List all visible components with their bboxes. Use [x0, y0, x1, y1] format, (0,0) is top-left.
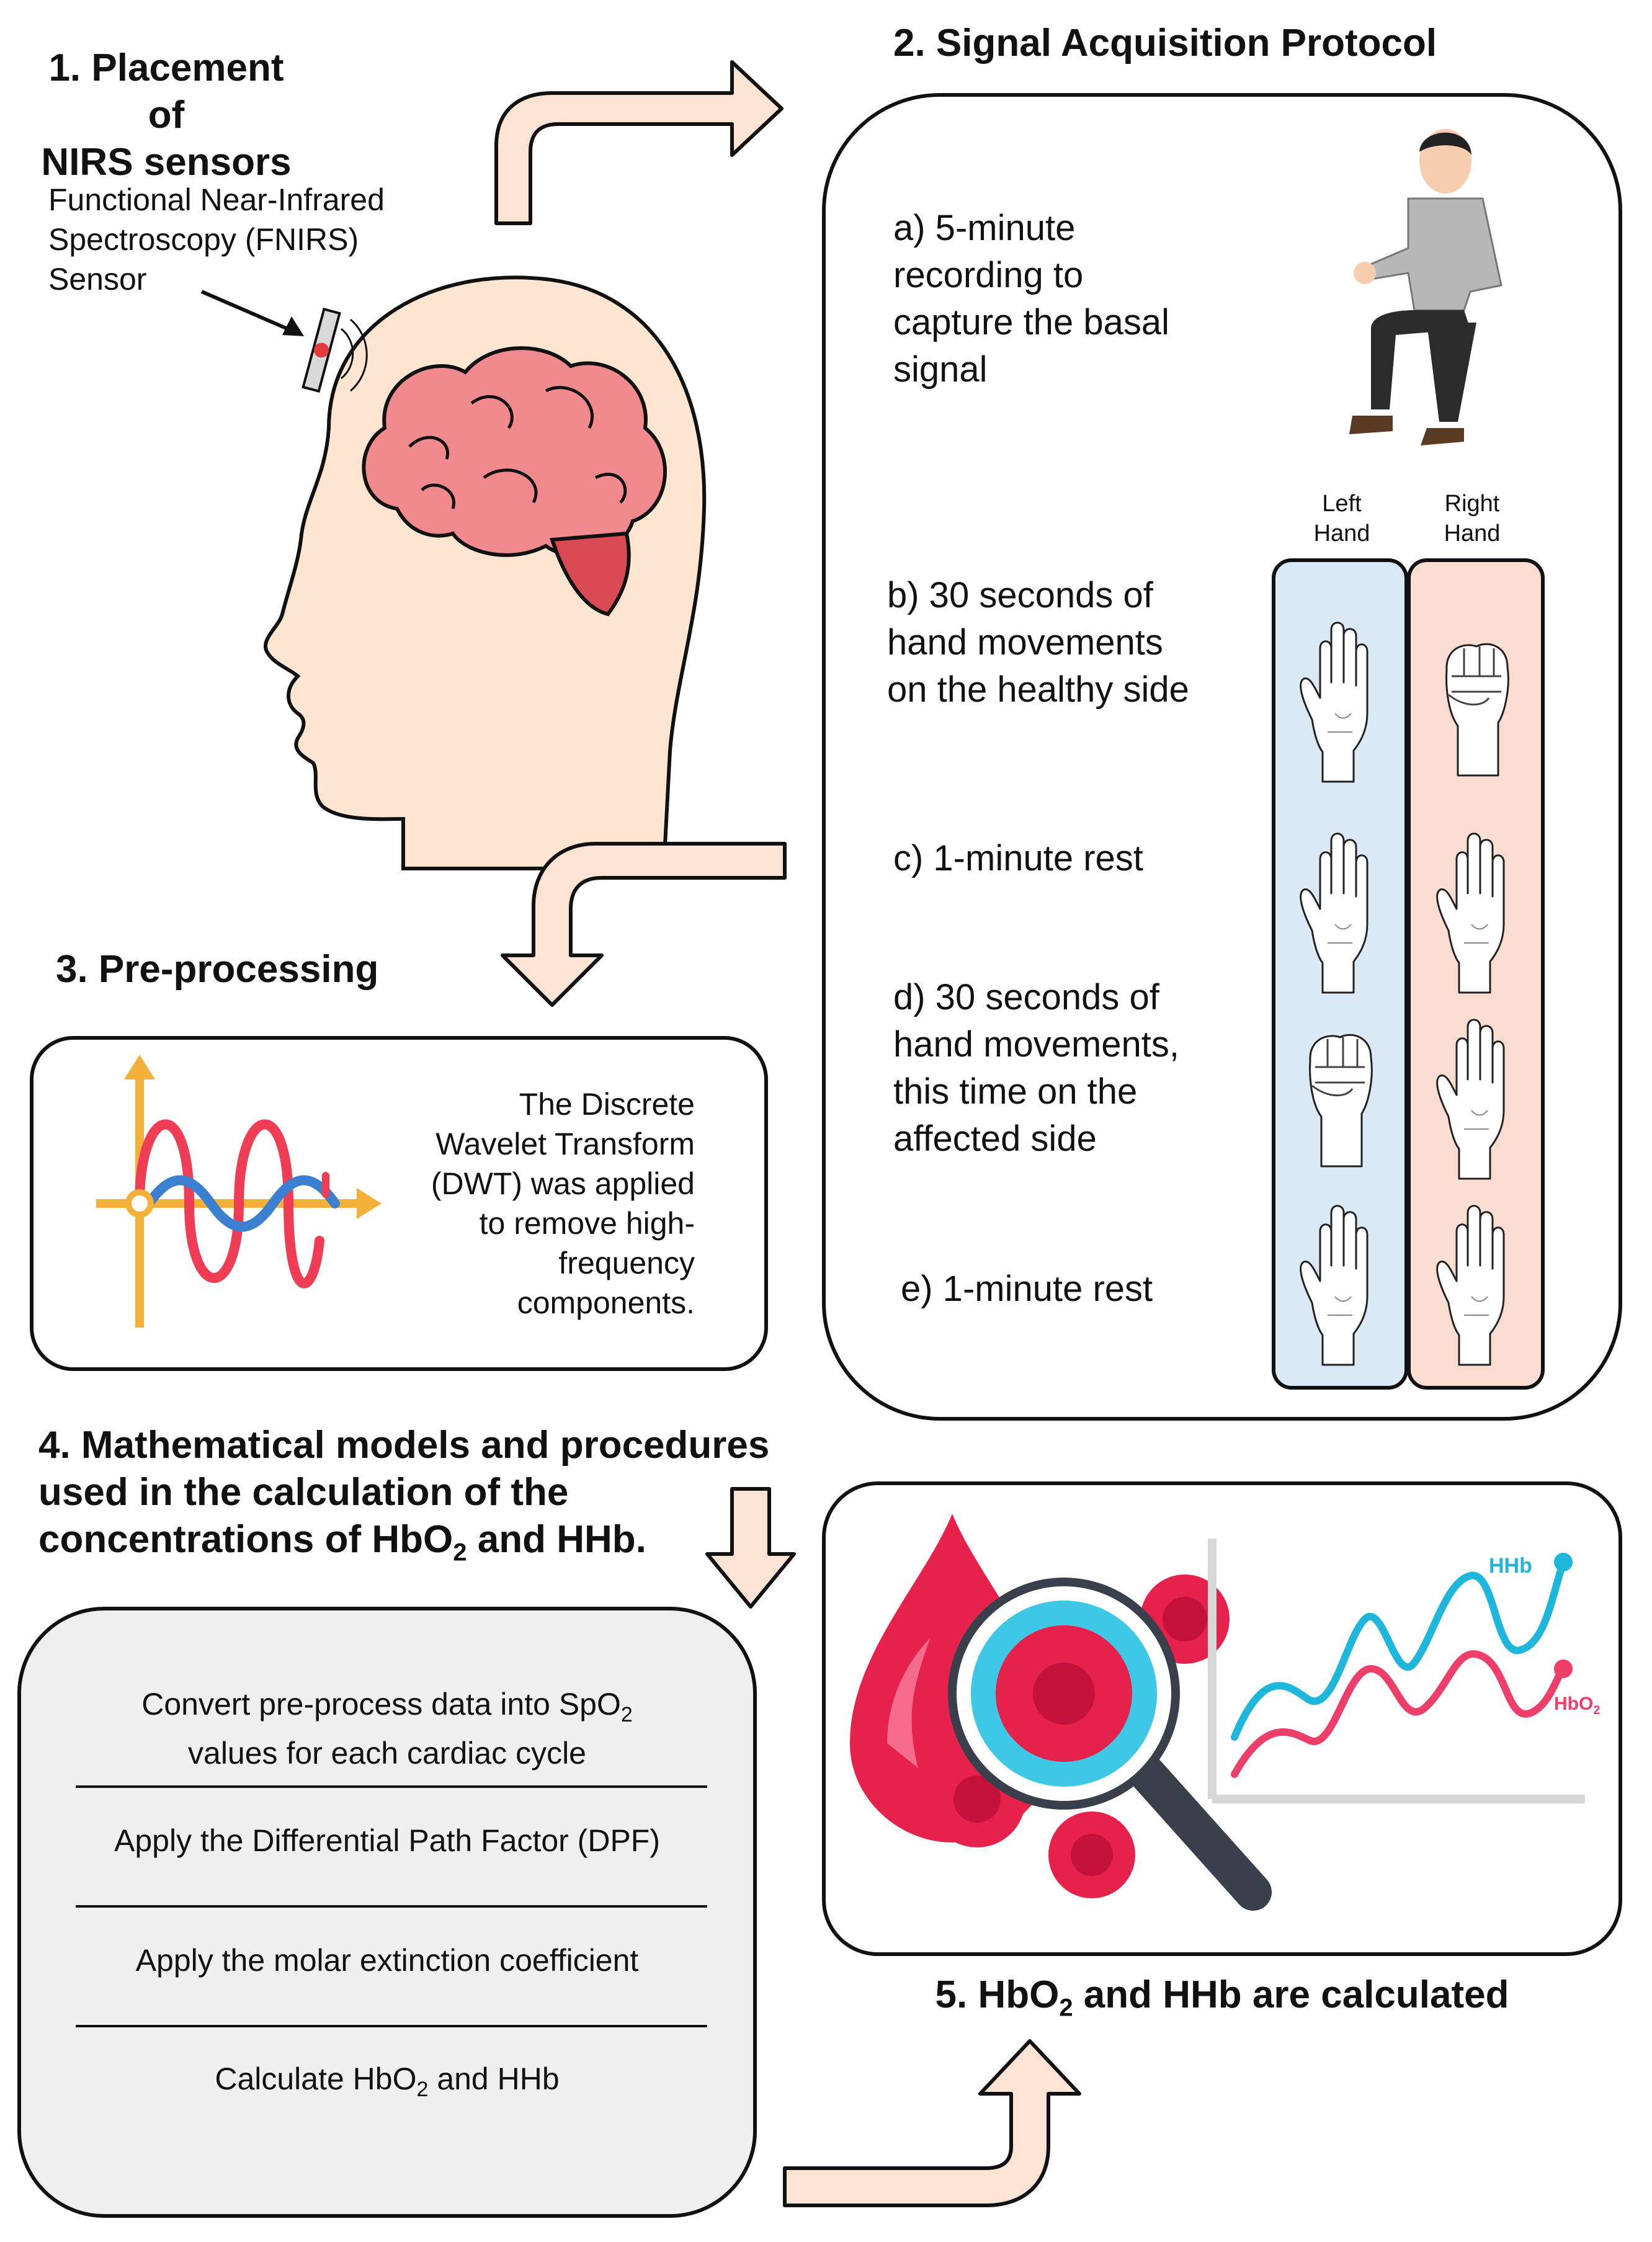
row-e-left-open-hand-icon — [1300, 1205, 1368, 1366]
row-c-right-open-hand-icon — [1436, 833, 1505, 994]
arrow-4-to-5 — [783, 2039, 1081, 2207]
hbo2-trend-line — [1231, 1650, 1567, 1778]
row-e-right-open-hand-icon — [1436, 1205, 1505, 1366]
row-d-right-open-hand-icon — [1436, 1019, 1505, 1180]
step-d-line: this time on the — [893, 1071, 1138, 1112]
step-a-line: recording to — [893, 255, 1084, 295]
step-apply-dpf: Apply the Differential Path Factor (DPF) — [114, 1823, 660, 1858]
step-apply-extinction: Apply the molar extinction coefficient — [135, 1943, 639, 1978]
section4-title-line1: 4. Mathematical models and procedures — [38, 1424, 770, 1467]
step-a-text: a) 5-minute recording to capture the bas… — [893, 205, 1241, 393]
preprocessing-line: Wavelet Transform — [435, 1127, 695, 1161]
right-hand-label-line2: Hand — [1444, 520, 1501, 547]
hand-grid — [1300, 622, 1509, 1366]
hb-trend-chart — [1208, 1539, 1585, 1803]
arrow-2-to-3 — [501, 842, 787, 1007]
preprocessing-description: The Discrete Wavelet Transform (DWT) was… — [360, 1084, 695, 1323]
sensor-label: Functional Near-Infrared Spectroscopy (F… — [48, 180, 433, 299]
preprocessing-line: frequency — [558, 1246, 695, 1280]
row-b-left-open-hand-icon — [1300, 622, 1368, 783]
section1-title-line1: 1. Placement of — [48, 47, 284, 136]
step-e-text: e) 1-minute rest — [901, 1266, 1248, 1313]
step-b-text: b) 30 seconds of hand movements on the h… — [887, 572, 1259, 713]
arrow-4-down — [705, 1487, 796, 1609]
right-hand-label-line1: Right — [1444, 491, 1500, 517]
step-b-line: on the healthy side — [887, 669, 1189, 710]
brain-icon — [362, 346, 667, 617]
step-c-line: c) 1-minute rest — [893, 838, 1143, 878]
wavelet-signal-icon — [96, 1055, 382, 1328]
sensor-label-line1: Functional Near-Infrared — [48, 182, 385, 217]
arrow-1-to-2 — [494, 60, 784, 225]
section5-title: 5. HbO2 and HHb are calculated — [935, 1973, 1509, 2022]
step-convert-spo2: Convert pre-process data into SpO2 value… — [141, 1687, 633, 1771]
calculation-steps-panel: Convert pre-process data into SpO2 value… — [17, 1607, 757, 2218]
left-hand-label-line2: Hand — [1313, 520, 1370, 547]
blood-analysis-illustration — [850, 1514, 1272, 1911]
hhb-trend-line — [1231, 1558, 1567, 1741]
step-b-line: b) 30 seconds of — [887, 575, 1153, 615]
nirs-sensor-icon — [301, 307, 341, 393]
section4-title-line3: concentrations of HbO2 and HHb. — [38, 1518, 646, 1566]
step-a-line: signal — [893, 349, 988, 390]
seated-person-illustration — [1349, 129, 1502, 445]
preprocessing-line: (DWT) was applied — [431, 1166, 695, 1201]
section1-title: 1. Placement of NIRS sensors — [36, 45, 297, 186]
head-brain-illustration — [200, 275, 707, 870]
step-d-line: d) 30 seconds of — [893, 977, 1159, 1017]
left-hand-label: Left Hand — [1286, 489, 1398, 548]
hbo2-legend: HbO2 — [1554, 1694, 1601, 1717]
preprocessing-line: to remove high- — [479, 1206, 695, 1241]
step-divider — [76, 2025, 707, 2027]
sensor-label-line3: Sensor — [48, 262, 147, 297]
sensor-label-line2: Spectroscopy (FNIRS) — [48, 222, 359, 257]
right-hand-label: Right Hand — [1416, 489, 1528, 548]
sensor-signal-waves — [341, 318, 368, 392]
step-d-text: d) 30 seconds of hand movements, this ti… — [893, 974, 1241, 1163]
section4-title-line2: used in the calculation of the — [38, 1471, 569, 1514]
row-c-left-open-hand-icon — [1300, 833, 1368, 994]
sensor-pointer-arrow — [200, 290, 304, 336]
section4-title: 4. Mathematical models and procedures us… — [38, 1422, 845, 1576]
hhb-legend: HHb — [1489, 1554, 1532, 1578]
step-d-line: affected side — [893, 1119, 1097, 1159]
step-a-line: a) 5-minute — [893, 208, 1076, 248]
step-divider — [76, 1785, 707, 1788]
section2-title: 2. Signal Acquisition Protocol — [893, 22, 1437, 65]
step-e-line: e) 1-minute rest — [901, 1269, 1153, 1309]
step-calculate: Calculate HbO2 and HHb — [215, 2061, 560, 2101]
step-d-line: hand movements, — [893, 1024, 1180, 1065]
step-divider — [76, 1905, 707, 1908]
row-b-right-fist-icon — [1445, 643, 1509, 777]
left-hand-label-line1: Left — [1322, 491, 1362, 517]
row-d-left-fist-icon — [1309, 1034, 1373, 1168]
step-a-line: capture the basal — [893, 302, 1169, 342]
section1-title-line2: NIRS sensors — [41, 141, 292, 184]
section3-title: 3. Pre-processing — [56, 948, 379, 991]
magnifier-icon — [948, 1578, 1272, 1911]
preprocessing-line: The Discrete — [519, 1087, 695, 1122]
step-b-line: hand movements — [887, 622, 1163, 663]
step-c-text: c) 1-minute rest — [893, 835, 1241, 882]
preprocessing-line: components. — [517, 1285, 695, 1320]
